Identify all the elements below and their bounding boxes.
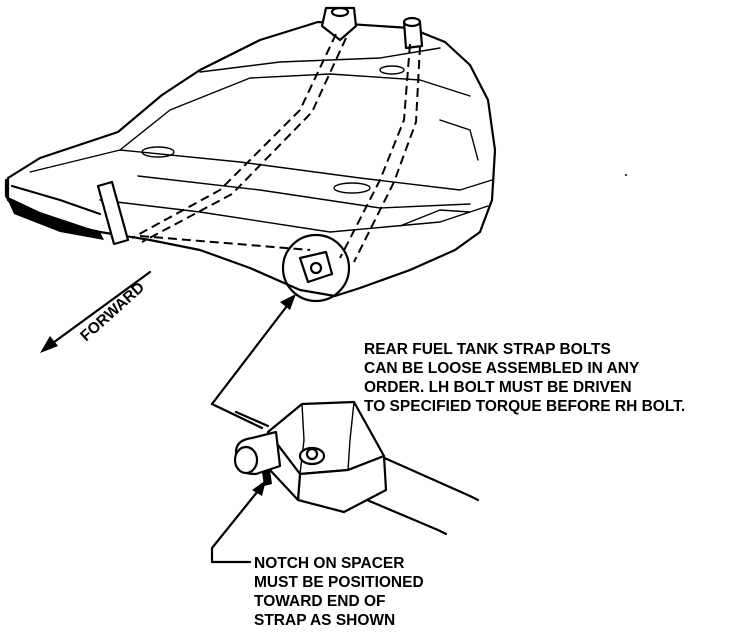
detail-leader-foot — [210, 402, 264, 430]
bolt-note-line-4: TO SPECIFIED TORQUE BEFORE RH BOLT. — [364, 398, 685, 415]
strap-band-upper — [378, 454, 472, 498]
strap-tail-upper — [468, 494, 480, 502]
notch-leader — [210, 480, 266, 564]
forward-label: FORWARD — [77, 279, 148, 345]
strap-hanger-right-hole — [402, 16, 422, 28]
strap-left-dashed-2 — [141, 37, 347, 243]
detail-circle — [281, 233, 351, 303]
strap-bolt-head — [309, 261, 323, 275]
fuel-tank-step-line — [99, 199, 489, 233]
notch-note: NOTCH ON SPACER MUST BE POSITIONED TOWAR… — [254, 555, 424, 629]
detail-leader-arrowhead — [280, 294, 296, 310]
notch-note-line-3: TOWARD END OF — [254, 593, 385, 610]
strap-tail-lower — [436, 528, 448, 536]
fuel-tank-shadow — [6, 196, 104, 240]
fuel-tank-pad-left — [141, 146, 175, 158]
front-strap-bracket — [96, 180, 130, 246]
detail-leader — [210, 294, 296, 430]
fuel-tank-step-line-2 — [137, 175, 471, 209]
fuel-tank-pad-top — [379, 65, 405, 75]
spacer-block-edge — [299, 401, 355, 475]
bolt-note-line-2: CAN BE LOOSE ASSEMBLED IN ANY — [364, 360, 640, 377]
notch-leader-line — [210, 484, 264, 564]
bolt-note: REAR FUEL TANK STRAP BOLTS CAN BE LOOSE … — [364, 341, 685, 415]
strap-hanger-left-hole — [330, 6, 350, 18]
fuel-tank-ridge-front — [29, 149, 493, 191]
forward-indicator: FORWARD — [40, 270, 152, 353]
strap-hanger-left — [320, 6, 358, 42]
detail-leader-line — [210, 300, 292, 406]
bolt-note-line-1: REAR FUEL TANK STRAP BOLTS — [364, 341, 611, 358]
strap-right-dashed-2 — [353, 45, 421, 263]
notch-note-line-4: STRAP AS SHOWN — [254, 612, 395, 629]
fuel-tank-ridge-mid — [119, 73, 471, 151]
speck — [625, 174, 627, 176]
notch-leader-arrowhead — [252, 480, 266, 496]
spacer-tube-end — [233, 445, 259, 475]
strap-right-dashed — [339, 43, 411, 259]
strap-cross-dashed — [139, 235, 311, 251]
notch-note-line-2: MUST BE POSITIONED — [254, 574, 424, 591]
spacer-detail — [233, 400, 480, 536]
notch-note-line-1: NOTCH ON SPACER — [254, 555, 404, 572]
bolt-note-line-3: ORDER. LH BOLT MUST BE DRIVEN — [364, 379, 632, 396]
forward-arrow-line — [44, 270, 152, 350]
fuel-tank-pad-right — [333, 182, 371, 194]
strap-band-left — [234, 410, 270, 428]
fuel-tank-rib-right — [399, 119, 479, 227]
spacer-bolt-head — [305, 447, 319, 461]
strap-left-dashed — [131, 33, 337, 239]
forward-arrowhead — [40, 336, 58, 353]
fuel-tank — [4, 6, 497, 303]
